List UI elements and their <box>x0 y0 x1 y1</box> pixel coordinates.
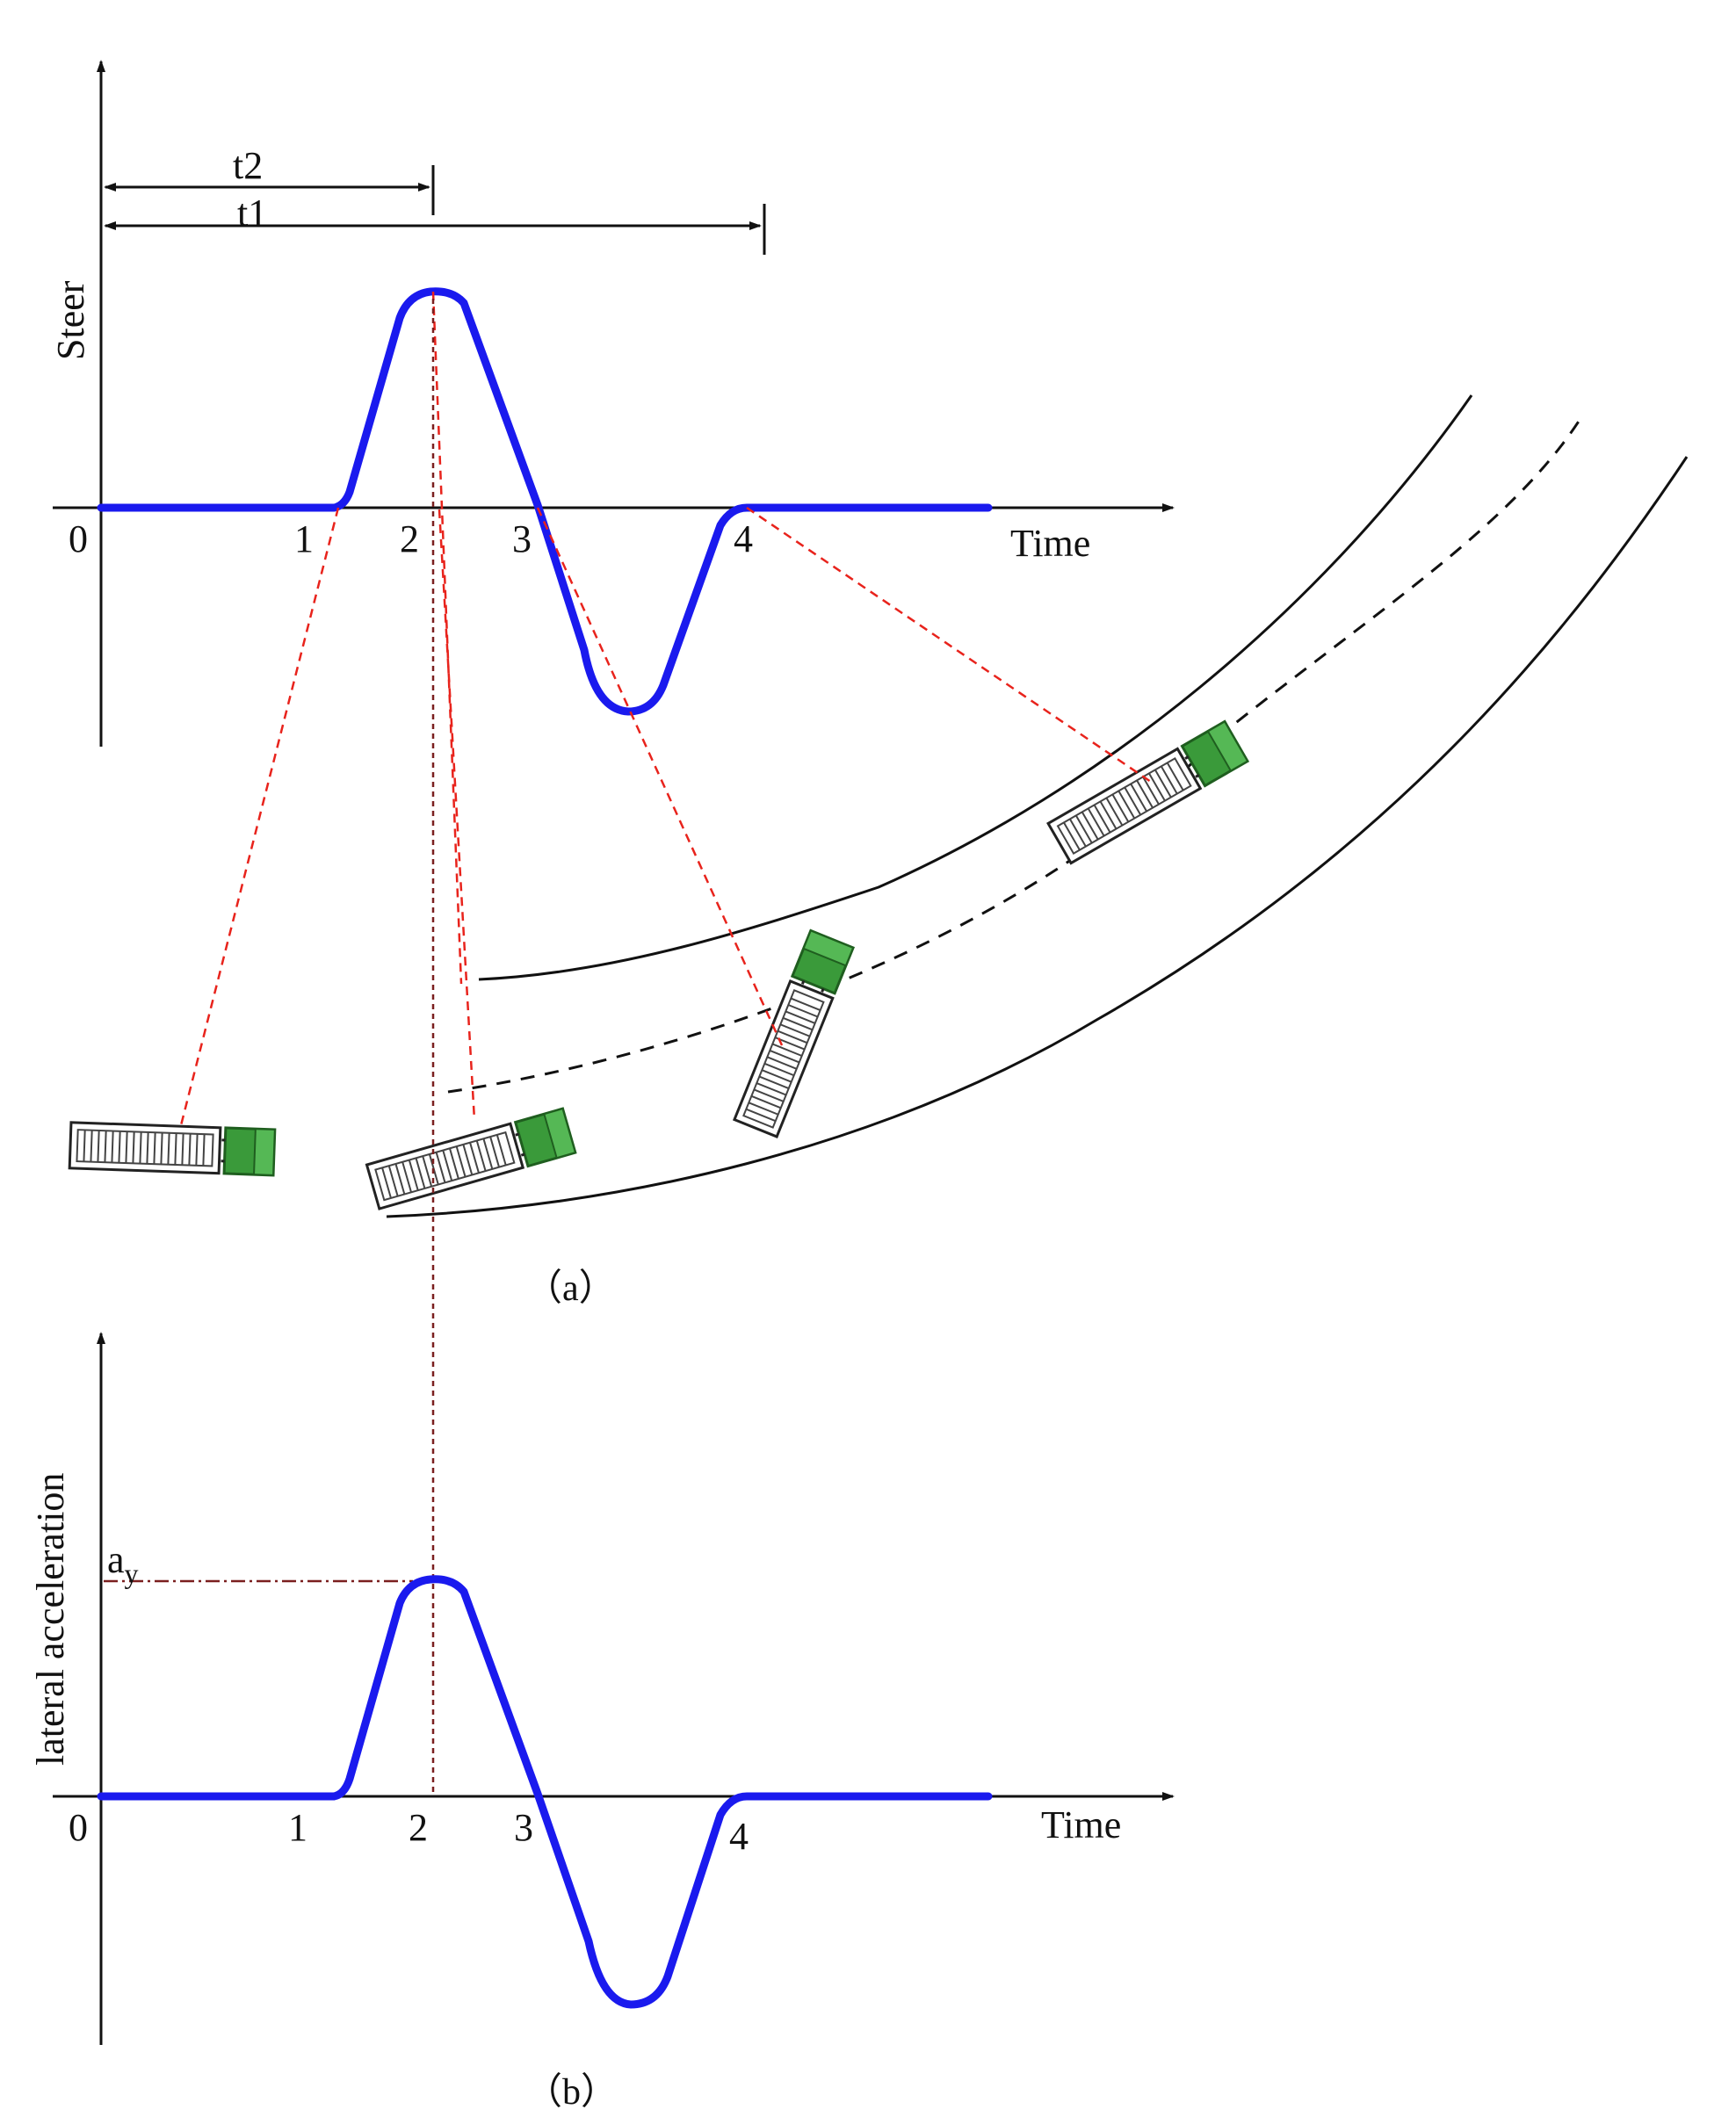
red-guide-lines <box>178 291 1152 1130</box>
ay-label-main: a <box>107 1538 125 1581</box>
truck-trailer-icon <box>733 928 855 1138</box>
lat-x-label: Time <box>1041 1803 1121 1846</box>
lateral-acceleration-curve <box>97 1575 993 2009</box>
steer-curve <box>97 287 993 716</box>
steer-y-label: Steer <box>49 280 92 360</box>
t2-label: t2 <box>233 144 263 187</box>
lat-tick-0: 0 <box>69 1806 88 1849</box>
road-outer-edge <box>478 394 1473 981</box>
lat-tick-3: 3 <box>514 1806 533 1849</box>
steer-tick-3: 3 <box>512 517 532 560</box>
lat-y-label: lateral acceleration <box>29 1473 72 1766</box>
lat-tick-2: 2 <box>409 1806 428 1849</box>
panel-a: t2 t1 Steer 0 1 2 3 4 Time <box>49 60 1175 747</box>
truck-trailer-icon <box>68 1121 277 1177</box>
ay-label: ay <box>107 1538 139 1589</box>
lat-tick-4: 4 <box>729 1815 749 1858</box>
steer-tick-1: 1 <box>294 517 314 560</box>
interval-markers <box>104 165 766 255</box>
curved-road <box>386 394 1689 1218</box>
caption-a: （a） <box>525 1268 616 1309</box>
truck-trailer-icon <box>1046 719 1249 865</box>
ay-label-sub: y <box>125 1557 139 1589</box>
truck-trailer-icon <box>365 1107 577 1210</box>
lat-tick-1: 1 <box>288 1806 307 1849</box>
road-inner-edge <box>386 456 1689 1218</box>
steer-tick-0: 0 <box>69 517 88 560</box>
steer-tick-4: 4 <box>734 517 753 560</box>
caption-b: （b） <box>525 2072 618 2113</box>
road-centerline <box>447 416 1583 1094</box>
steer-x-label: Time <box>1010 522 1090 565</box>
panel-b: ay lateral acceleration 0 1 2 3 4 Time <box>29 1332 1175 2045</box>
t1-label: t1 <box>237 191 267 235</box>
steer-tick-2: 2 <box>400 517 419 560</box>
